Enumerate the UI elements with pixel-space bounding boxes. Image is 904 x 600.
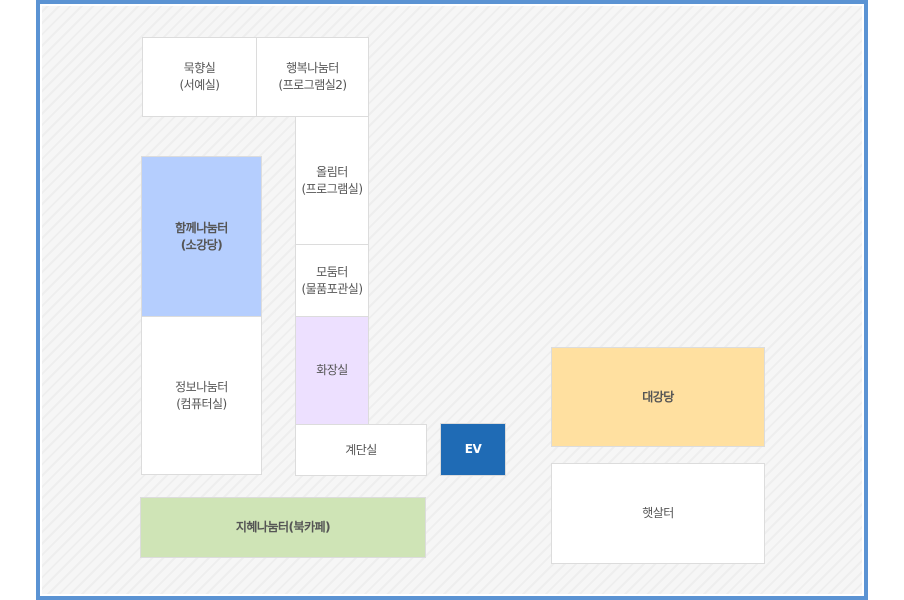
room-label: 모둠터 (물품포관실) [301,264,363,296]
room-stairs[interactable]: 계단실 [295,424,427,476]
room-label: 지혜나눔터(북카페) [235,520,331,534]
room-label: 햇살터 [642,506,674,520]
room-label: 대강당 [642,389,674,404]
room-elevator[interactable]: EV [440,423,506,476]
room-label: EV [464,442,482,456]
room-jihye-bookcafe[interactable]: 지혜나눔터(북카페) [140,497,426,558]
room-label: 행복나눔터 (프로그램실2) [278,61,347,92]
room-label: 화장실 [316,363,348,377]
room-label: 올림터 (프로그램실) [301,164,363,196]
room-label: 함께나눔터 (소강당) [175,220,228,252]
room-label: 정보나눔터 (컴퓨터실) [175,379,228,411]
room-label: 묵향실 (서예실) [179,61,220,92]
room-mukhyang[interactable]: 묵향실 (서예실) [142,37,257,117]
room-auditorium[interactable]: 대강당 [551,347,765,447]
room-label: 계단실 [345,442,377,457]
room-ollim[interactable]: 올림터 (프로그램실) [295,116,369,245]
room-haengbok[interactable]: 행복나눔터 (프로그램실2) [256,37,369,117]
room-modum[interactable]: 모둠터 (물품포관실) [295,244,369,317]
room-hamkke[interactable]: 함께나눔터 (소강당) [141,156,262,317]
room-haetsal[interactable]: 햇살터 [551,463,765,564]
room-restroom[interactable]: 화장실 [295,316,369,425]
room-jeongbo[interactable]: 정보나눔터 (컴퓨터실) [141,316,262,475]
